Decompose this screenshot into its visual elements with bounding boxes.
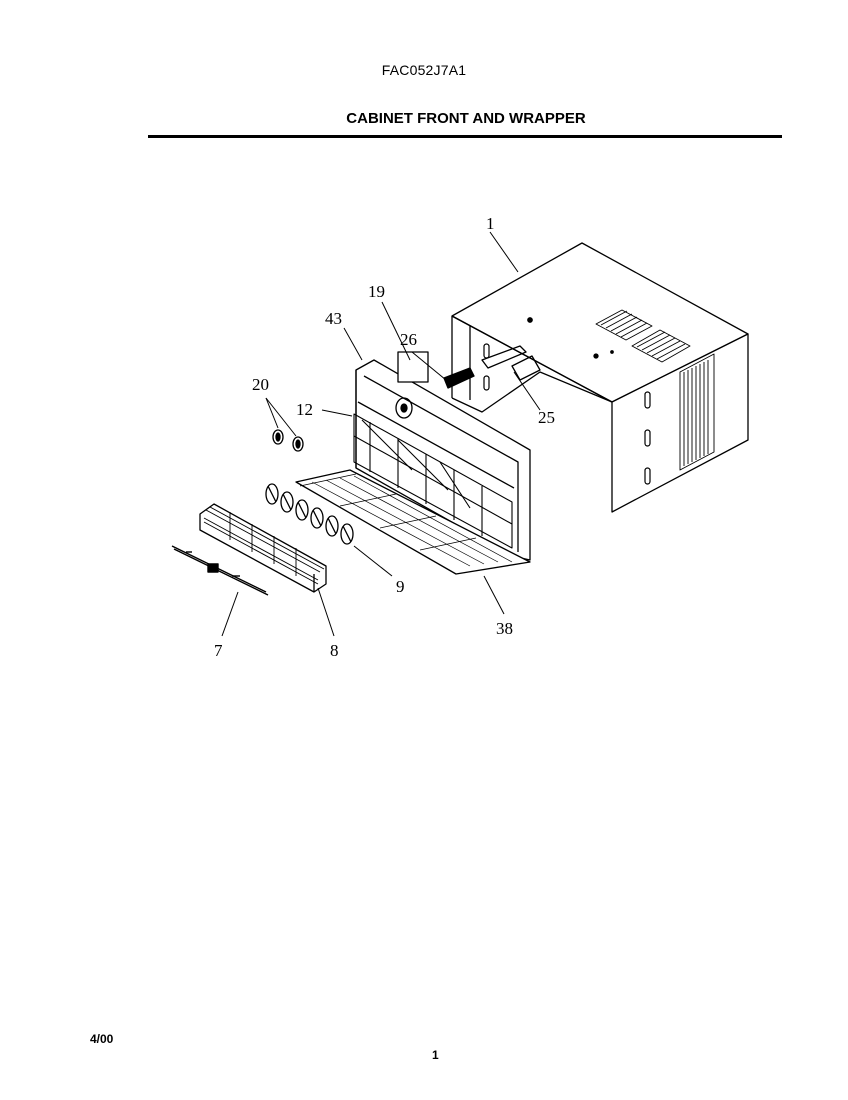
side-grille	[679, 353, 715, 471]
callout-25: 25	[538, 408, 555, 427]
callout-19: 19	[368, 282, 385, 301]
callout-8: 8	[330, 641, 339, 660]
revision-date: 4/00	[90, 1032, 114, 1046]
cabinet-wrapper	[443, 242, 749, 513]
callout-43: 43	[325, 309, 342, 328]
callout-38: 38	[496, 619, 513, 638]
section-title: CABINET FRONT AND WRAPPER	[346, 110, 586, 127]
control-knobs	[272, 429, 304, 452]
filter-mesh	[353, 413, 513, 549]
page-number: 1	[432, 1048, 439, 1062]
leader-lines	[221, 231, 541, 637]
model-number: FAC052J7A1	[381, 62, 467, 78]
callout-1: 1	[486, 214, 495, 233]
front-panel	[295, 351, 531, 575]
slide-rod	[171, 545, 269, 596]
callout-20: 20	[252, 375, 269, 394]
title-divider	[148, 135, 782, 138]
callout-labels: 1 19 43 26 20 12 25 9 38 7 8	[214, 214, 555, 660]
top-louvers	[595, 309, 691, 363]
discharge-grille	[199, 503, 327, 593]
callout-7: 7	[214, 641, 223, 660]
callout-12: 12	[296, 400, 313, 419]
louver-discs	[265, 483, 354, 545]
callout-26: 26	[400, 330, 417, 349]
callout-9: 9	[396, 577, 405, 596]
